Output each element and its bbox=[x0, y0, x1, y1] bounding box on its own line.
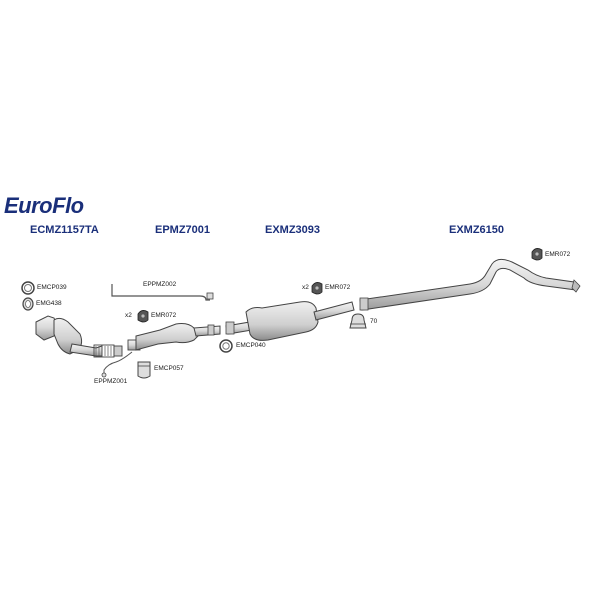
clamp-emcp057-icon bbox=[137, 361, 151, 379]
section-code-catalyst: ECMZ1157TA bbox=[30, 224, 99, 236]
label-qty-x2-b: x2 bbox=[302, 284, 309, 291]
logo-text-euro: Euro bbox=[4, 193, 53, 218]
sensor-pipe-eppmz002-icon bbox=[111, 284, 210, 301]
rubber-mount-emr072-a-icon bbox=[137, 310, 149, 323]
center-silencer-icon bbox=[225, 301, 355, 341]
logo-text-flo: Flo bbox=[52, 193, 84, 218]
label-eppmz002: EPPMZ002 bbox=[143, 281, 177, 288]
label-eppmz001: EPPMZ001 bbox=[94, 378, 128, 385]
label-qty-x2-a: x2 bbox=[125, 312, 132, 319]
clamp-emcp040-icon bbox=[219, 339, 233, 353]
label-emcp039: EMCP039 bbox=[37, 284, 67, 291]
gasket-emg438-icon bbox=[22, 297, 34, 311]
rubber-mount-emr072-b-icon bbox=[311, 282, 323, 295]
sensor-pipe-end-icon bbox=[206, 292, 214, 300]
label-emr072-b: EMR072 bbox=[325, 284, 351, 291]
label-clamp-70: 70 bbox=[370, 318, 378, 325]
rear-pipe-icon bbox=[359, 258, 581, 311]
section-code-rear-pipe: EXMZ6150 bbox=[449, 224, 505, 236]
label-emr072-a: EMR072 bbox=[151, 312, 177, 319]
label-emr072-c: EMR072 bbox=[545, 251, 571, 258]
clamp-70-icon bbox=[349, 313, 367, 329]
clamp-emcp039-icon bbox=[21, 281, 35, 295]
label-emcp057: EMCP057 bbox=[154, 365, 184, 372]
catalytic-converter-icon bbox=[35, 315, 123, 358]
rubber-mount-emr072-c-icon bbox=[531, 248, 543, 261]
euroflo-logo: EuroFlo bbox=[4, 193, 84, 219]
sensor-pipe-eppmz001-end-icon bbox=[101, 372, 107, 378]
sensor-pipe-eppmz001-icon bbox=[103, 351, 133, 374]
front-pipe-icon bbox=[127, 323, 221, 351]
label-emg438: EMG438 bbox=[36, 300, 62, 307]
section-code-front-pipe: EPMZ7001 bbox=[155, 224, 211, 236]
label-emcp040: EMCP040 bbox=[236, 342, 266, 349]
section-code-center-box: EXMZ3093 bbox=[265, 224, 321, 236]
